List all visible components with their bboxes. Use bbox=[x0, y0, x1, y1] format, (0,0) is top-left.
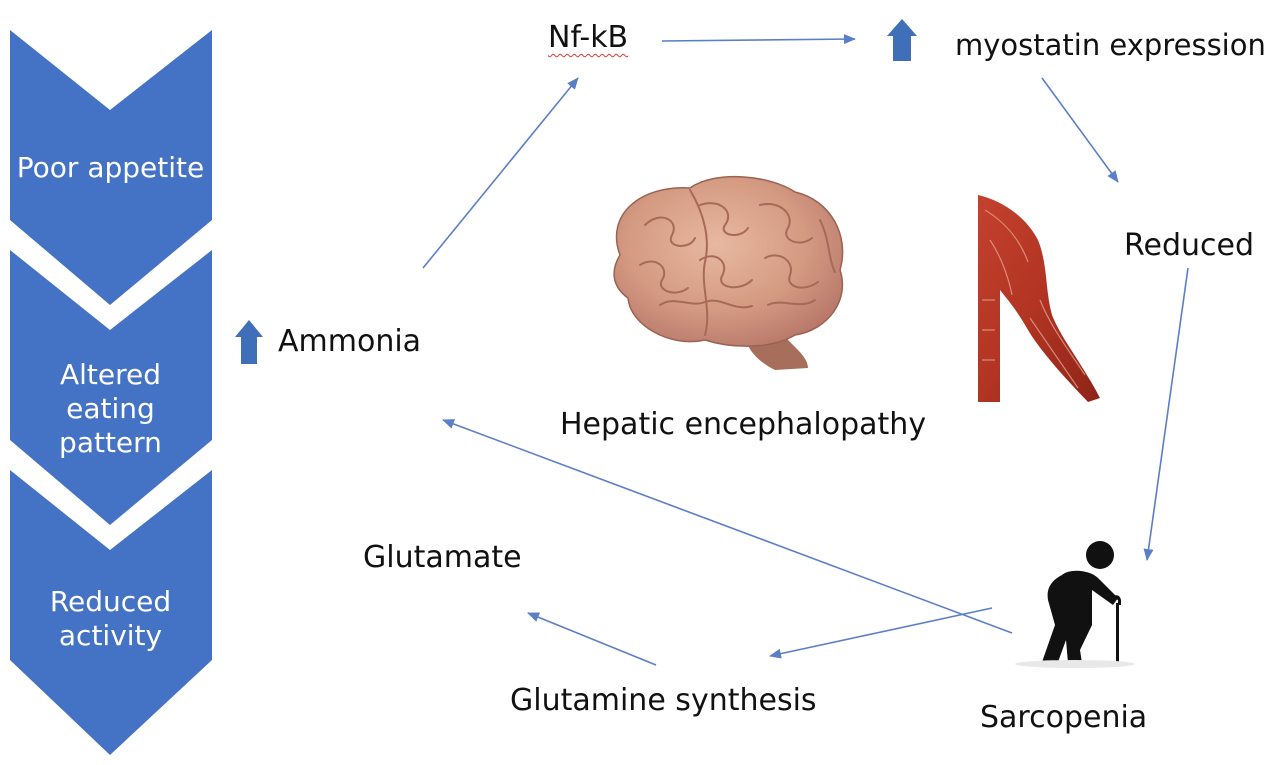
node-hepatic-encephalopathy: Hepatic encephalopathy bbox=[560, 407, 927, 442]
arm-muscle-anatomy-image bbox=[978, 195, 1100, 402]
chevron-label-reduced-activity: Reduced activity bbox=[49, 585, 172, 652]
chevron-label-poor-appetite: Poor appetite bbox=[16, 151, 205, 184]
arrow-ammonia-to-nfkb bbox=[422, 77, 579, 269]
flow-arrows bbox=[422, 34, 1189, 666]
chevron-sequence bbox=[10, 30, 212, 755]
arrow-myostatin-to-reduced bbox=[1041, 77, 1119, 183]
arrow-glutamine-to-glutamate bbox=[527, 612, 657, 666]
up-arrow-icon bbox=[235, 320, 263, 364]
up-arrow-icon bbox=[887, 19, 917, 61]
brain-image bbox=[613, 175, 844, 370]
arrow-nfkb-to-myostatin bbox=[661, 34, 856, 45]
node-nfkb-text: Nf-kB bbox=[548, 20, 629, 55]
arrow-sarcopenia-to-ammonia bbox=[442, 419, 1013, 634]
node-sarcopenia: Sarcopenia bbox=[980, 700, 1148, 735]
node-glutamate: Glutamate bbox=[363, 540, 522, 575]
node-ammonia: Ammonia bbox=[278, 324, 422, 359]
chevron-label-altered-eating: Altered eating pattern bbox=[59, 358, 162, 459]
arrow-sarcopenia-to-glutamine bbox=[769, 607, 993, 659]
chevron-altered-eating bbox=[10, 250, 212, 525]
node-reduced: Reduced bbox=[1124, 228, 1255, 263]
figure-shadow bbox=[1015, 660, 1135, 668]
node-glutamine-synthesis: Glutamine synthesis bbox=[510, 683, 817, 718]
node-myostatin-expression: myostatin expression bbox=[955, 28, 1266, 62]
arrow-reduced-to-sarcopenia bbox=[1143, 267, 1189, 561]
chevron-poor-appetite bbox=[10, 30, 212, 305]
chevron-reduced-activity bbox=[10, 470, 212, 755]
elderly-person-with-cane-icon bbox=[1042, 541, 1121, 663]
node-nfkb: Nf-kB bbox=[548, 20, 628, 55]
